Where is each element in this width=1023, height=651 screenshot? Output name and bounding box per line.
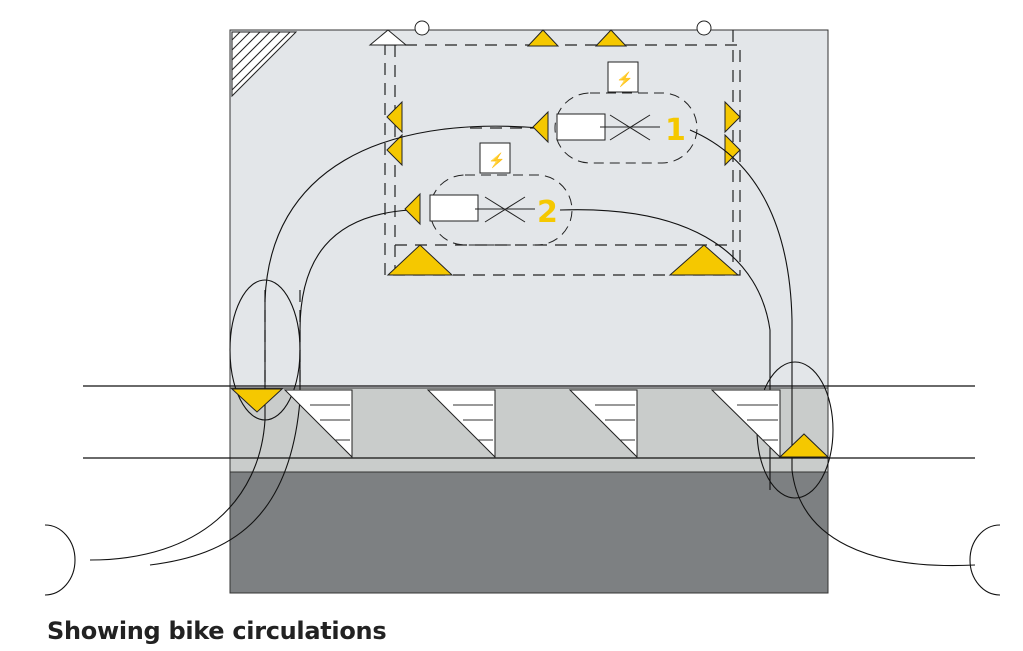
svg-text:⚡: ⚡ <box>488 152 505 169</box>
station-number-2: 2 <box>537 195 558 230</box>
hatched-corner <box>231 31 298 98</box>
warning-triangles <box>386 29 741 276</box>
bike-station-1: ⚡ 1 <box>532 61 698 164</box>
bike-sign-icon <box>230 388 284 413</box>
marker-circle <box>414 20 430 36</box>
pedestrian-crossings <box>283 389 781 459</box>
marker-circle <box>696 20 712 36</box>
svg-text:⚡: ⚡ <box>616 71 633 88</box>
station-number-1: 1 <box>665 113 686 148</box>
bike-station-2: ⚡ 2 <box>404 142 573 246</box>
bike-sign-icon <box>778 433 830 458</box>
site-plan-diagram: ⚡ 1 ⚡ 2 <box>44 20 1001 596</box>
north-arrow-icon <box>368 29 408 46</box>
road <box>229 471 829 594</box>
diagram-caption: Showing bike circulations <box>47 617 387 645</box>
